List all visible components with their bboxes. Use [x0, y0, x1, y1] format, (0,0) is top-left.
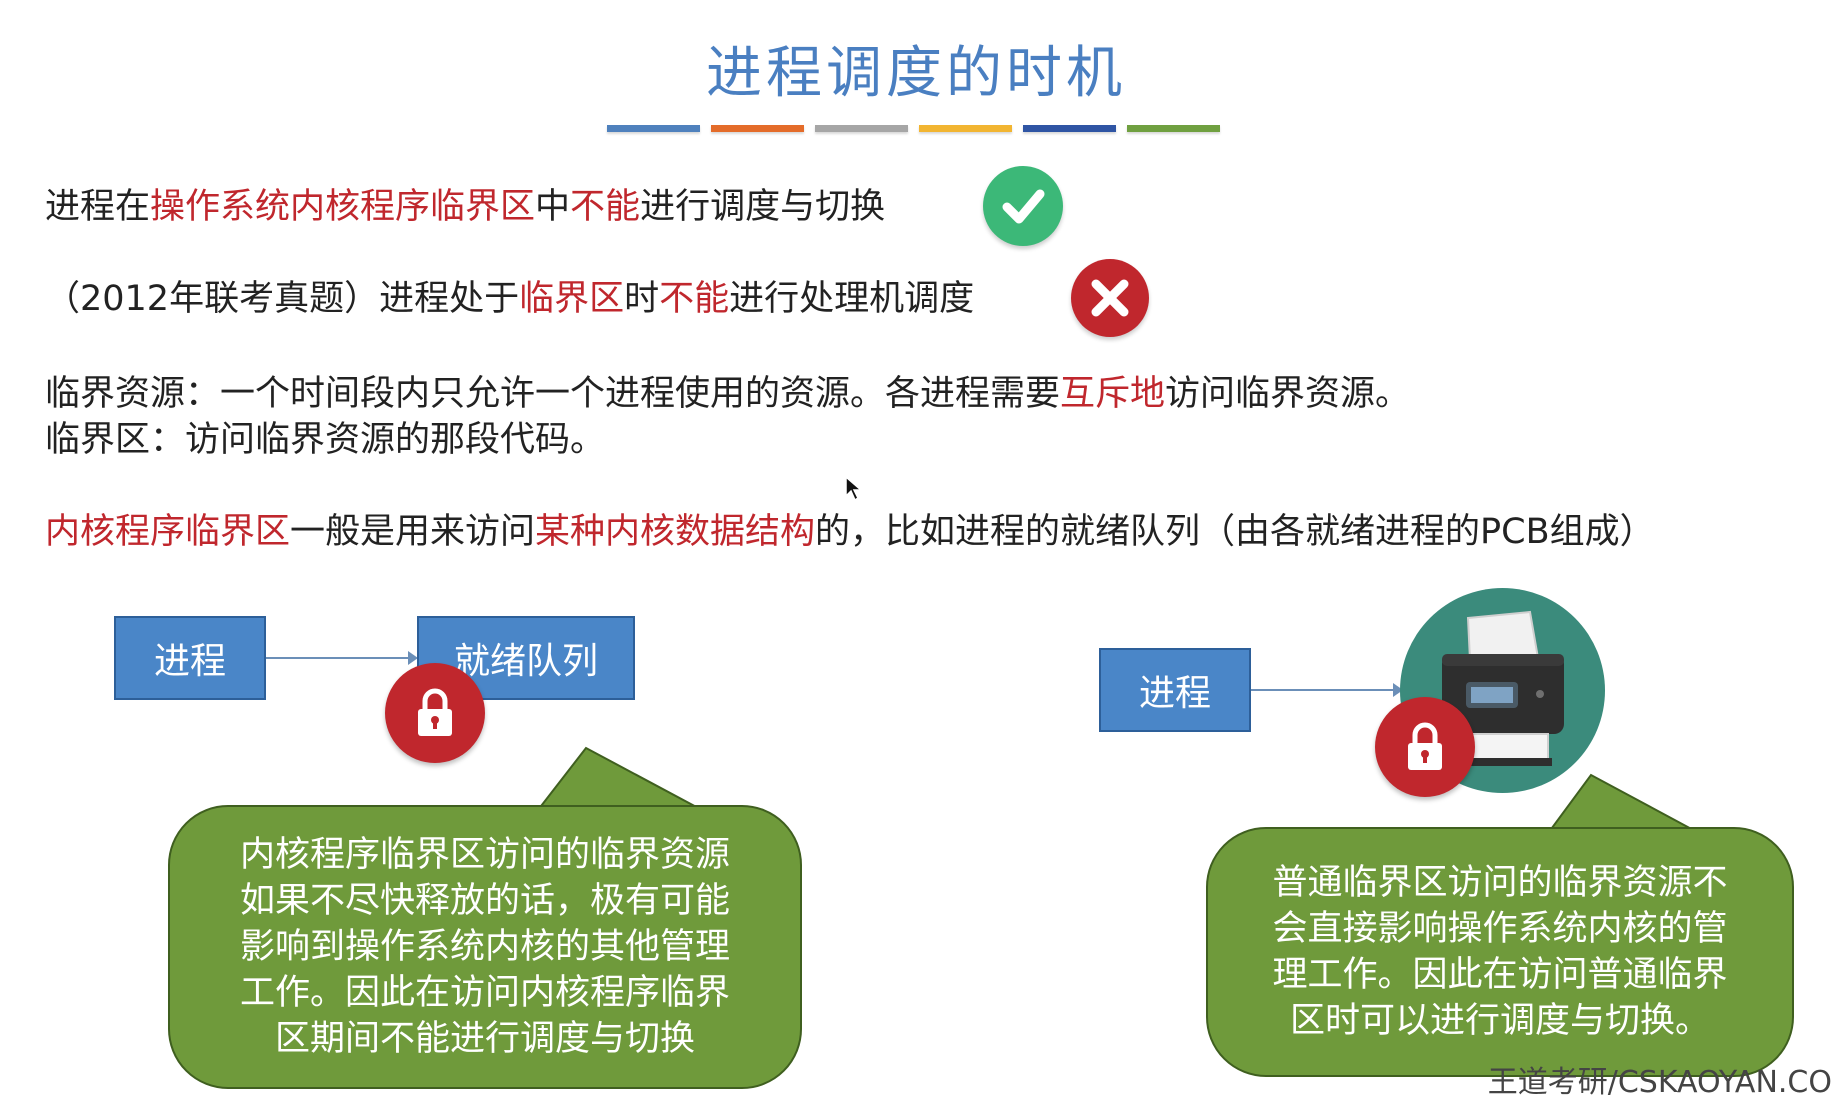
- arrow-to-printer: [1251, 683, 1403, 697]
- color-bar-segment: [815, 125, 908, 132]
- statement-2-text: （2012年联考真题）进程处于: [45, 279, 520, 319]
- statement-1-highlight: 不能: [570, 187, 641, 227]
- color-bar-segment: [919, 125, 1012, 132]
- statement-2-highlight: 临界区: [519, 279, 625, 319]
- statement-2-highlight: 不能: [659, 279, 730, 319]
- kernel-note-text: 一般是用来访问: [290, 512, 536, 552]
- color-bar-segment: [1127, 125, 1220, 132]
- arrow-to-ready-queue: [266, 651, 418, 665]
- statement-1-highlight: 操作系统内核程序临界区: [150, 187, 536, 227]
- definition-critical-section: 临界区：访问临界资源的那段代码。: [45, 420, 606, 460]
- statement-1-text: 进行调度与切换: [640, 187, 886, 227]
- statement-1-text: 进程在: [45, 187, 151, 227]
- watermark: 王道考研/CSKAOYAN.CO: [1487, 1065, 1832, 1100]
- bubble-pointer-right: [1547, 773, 1698, 832]
- definition-highlight: 互斥地: [1060, 374, 1166, 414]
- statement-2: （2012年联考真题）进程处于临界区时不能进行处理机调度: [45, 277, 974, 321]
- process-box-left: 进程: [114, 616, 266, 700]
- cross-icon: [1071, 259, 1149, 337]
- definition-critical-resource: 临界资源：一个时间段内只允许一个进程使用的资源。各进程需要互斥地访问临界资源。: [45, 372, 1410, 416]
- statement-2-text: 进行处理机调度: [729, 279, 975, 319]
- statement-2-text: 时: [624, 279, 660, 319]
- left-callout-text: 内核程序临界区访问的临界资源 如果不尽快释放的话，极有可能 影响到操作系统内核的…: [239, 835, 730, 1059]
- slide-title: 进程调度的时机: [706, 41, 1126, 106]
- bubble-pointer-left: [536, 746, 703, 810]
- left-callout-bubble: 内核程序临界区访问的临界资源 如果不尽快释放的话，极有可能 影响到操作系统内核的…: [168, 805, 802, 1089]
- kernel-note-highlight: 内核程序临界区: [45, 512, 291, 552]
- right-callout-bubble: 普通临界区访问的临界资源不 会直接影响操作系统内核的管 理工作。因此在访问普通临…: [1206, 827, 1794, 1077]
- statement-1: 进程在操作系统内核程序临界区中不能进行调度与切换: [45, 185, 885, 229]
- printer-icon: [1400, 588, 1605, 793]
- color-bar-segment: [1023, 125, 1116, 132]
- process-box-right: 进程: [1099, 648, 1251, 732]
- lock-icon: [385, 663, 485, 763]
- right-callout-text: 普通临界区访问的临界资源不 会直接影响操作系统内核的管 理工作。因此在访问普通临…: [1272, 863, 1728, 1041]
- color-bar-segment: [607, 125, 700, 132]
- mouse-cursor-icon: [845, 476, 863, 502]
- kernel-note-text: 的，比如进程的就绪队列（由各就绪进程的PCB组成）: [815, 512, 1655, 552]
- color-bar-segment: [711, 125, 804, 132]
- lock-icon: [1375, 697, 1475, 797]
- definition-text: 临界资源：一个时间段内只允许一个进程使用的资源。各进程需要: [45, 374, 1061, 414]
- kernel-note-highlight: 某种内核数据结构: [535, 512, 816, 552]
- definition-text: 访问临界资源。: [1165, 374, 1411, 414]
- check-icon: [983, 166, 1063, 246]
- title-color-bar: [607, 125, 1220, 132]
- statement-1-text: 中: [535, 187, 571, 227]
- kernel-critical-section-note: 内核程序临界区一般是用来访问某种内核数据结构的，比如进程的就绪队列（由各就绪进程…: [45, 510, 1655, 554]
